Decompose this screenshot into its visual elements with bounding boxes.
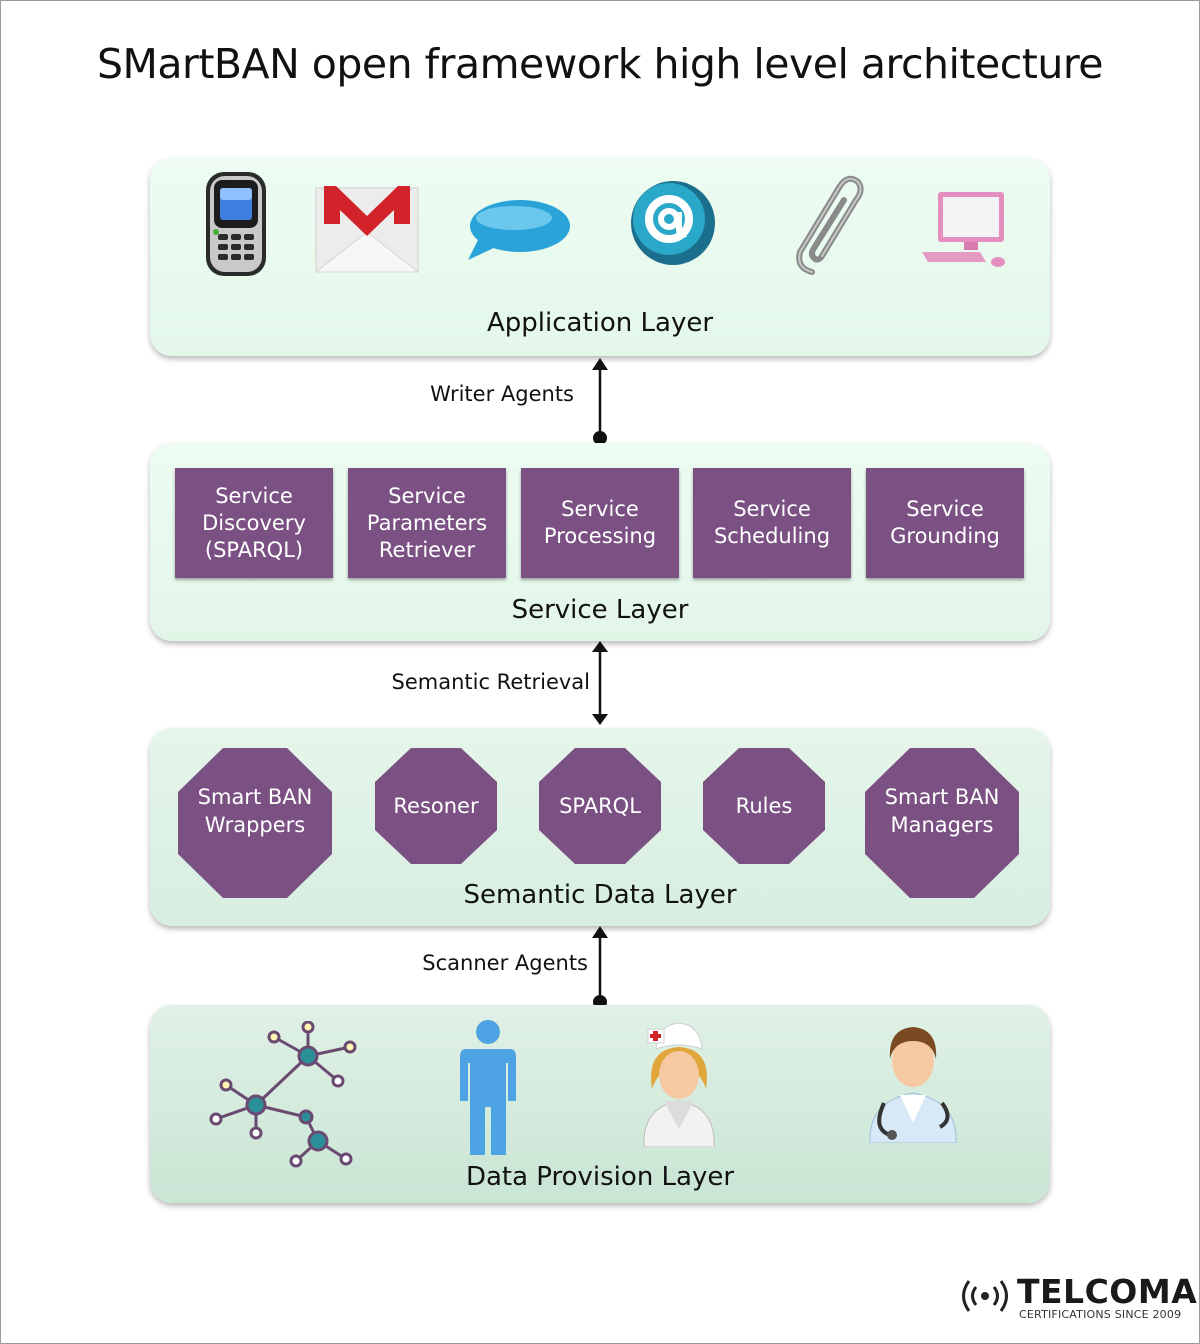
doctor-icon (869, 1027, 957, 1143)
application-layer-label: Application Layer (486, 308, 714, 338)
computer-icon (922, 192, 1005, 267)
application-layer: Application Layer (150, 158, 1050, 356)
octagon-shape (539, 748, 661, 864)
data-provision-layer-label: Data Provision Layer (465, 1162, 735, 1192)
person-icon (460, 1020, 516, 1155)
paperclip-icon (796, 175, 864, 275)
signal-icon (962, 1280, 1008, 1312)
mobile-phone-icon (206, 172, 266, 276)
email-at-icon (631, 181, 715, 265)
logo-name: TELCOMA (1017, 1272, 1198, 1311)
data-provision-layer: Data Provision Layer (150, 1005, 1050, 1203)
smart-ban-managers-octagon: Smart BAN Managers (865, 748, 1019, 898)
gmail-icon (314, 186, 420, 273)
octagon-label: Rules (735, 794, 793, 818)
chat-bubble-icon (468, 200, 570, 260)
resoner-octagon: Resoner (375, 748, 497, 864)
service-processing-box: Service Processing (521, 468, 679, 578)
scanner-agents-label: Scanner Agents (422, 951, 588, 975)
writer-agents-arrow (592, 358, 608, 445)
nurse-icon (643, 1022, 715, 1147)
service-layer: Service Discovery (SPARQL) Service Param… (150, 443, 1050, 641)
logo-tagline: CERTIFICATIONS SINCE 2009 (1019, 1308, 1182, 1321)
semantic-retrieval-arrow (592, 641, 608, 725)
octagon-label: Resoner (393, 794, 479, 818)
octagon-label: SPARQL (559, 794, 641, 818)
smart-ban-wrappers-octagon: Smart BAN Wrappers (178, 748, 332, 898)
octagon-shape (865, 748, 1019, 898)
service-layer-label: Service Layer (511, 595, 689, 625)
writer-agents-label: Writer Agents (430, 382, 574, 406)
service-discovery-box: Service Discovery (SPARQL) (175, 468, 333, 578)
semantic-retrieval-label: Semantic Retrieval (391, 670, 591, 694)
service-grounding-box: Service Grounding (866, 468, 1024, 578)
octagon-label: Smart BAN Managers (884, 785, 1000, 837)
rules-octagon: Rules (703, 748, 825, 864)
octagon-shape (703, 748, 825, 864)
scanner-agents-arrow (592, 926, 608, 1009)
semantic-data-layer-label: Semantic Data Layer (463, 880, 737, 910)
octagon-shape (178, 748, 332, 898)
network-graph-icon (209, 1021, 357, 1168)
service-parameters-retriever-box: Service Parameters Retriever (348, 468, 506, 578)
service-scheduling-box: Service Scheduling (693, 468, 851, 578)
semantic-data-layer: Smart BAN Wrappers Resoner SPARQL Rules … (150, 728, 1050, 926)
page-title: SMartBAN open framework high level archi… (96, 40, 1104, 88)
octagon-shape (375, 748, 497, 864)
octagon-label: Smart BAN Wrappers (197, 785, 313, 837)
telcoma-logo: TELCOMA CERTIFICATIONS SINCE 2009 (955, 1272, 1198, 1322)
sparql-octagon: SPARQL (539, 748, 661, 864)
